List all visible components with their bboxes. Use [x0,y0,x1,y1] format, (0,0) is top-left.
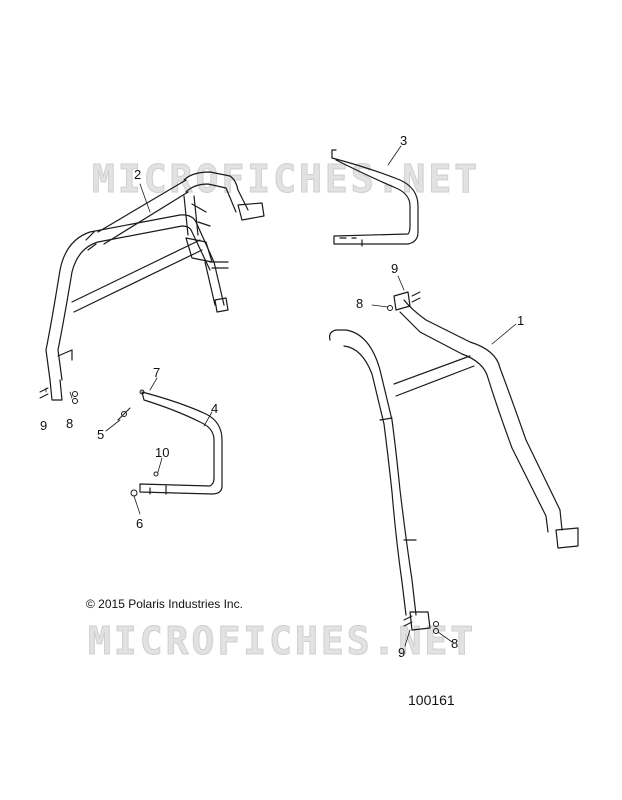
callout-8-left: 8 [66,416,74,431]
callout-9-right-lower: 9 [398,645,406,660]
callout-4: 4 [211,401,219,416]
callout-3: 3 [400,133,408,148]
part-1-front-frame [329,291,579,631]
callout-9-right-upper: 9 [391,261,399,276]
watermark-bottom: MICROFICHES.NET [87,619,477,663]
watermark-top: MICROFICHES.NET [91,157,481,201]
part-4-lower-bar [139,391,223,495]
callout-5: 5 [97,427,105,442]
callout-8-right-lower: 8 [451,636,459,651]
diagram-id: 100161 [408,692,455,708]
callout-1: 1 [517,313,525,328]
copyright-notice: © 2015 Polaris Industries Inc. [86,597,243,611]
part-2-rear-frame [45,171,265,401]
callout-9-left: 9 [40,418,48,433]
callout-2: 2 [134,167,142,182]
hardware [39,291,439,634]
part-3-upper-bar [331,149,419,247]
callout-6: 6 [136,516,144,531]
callout-7: 7 [153,365,161,380]
callout-8-right-upper: 8 [356,296,364,311]
callout-10: 10 [155,445,170,460]
leader-lines [45,145,517,647]
